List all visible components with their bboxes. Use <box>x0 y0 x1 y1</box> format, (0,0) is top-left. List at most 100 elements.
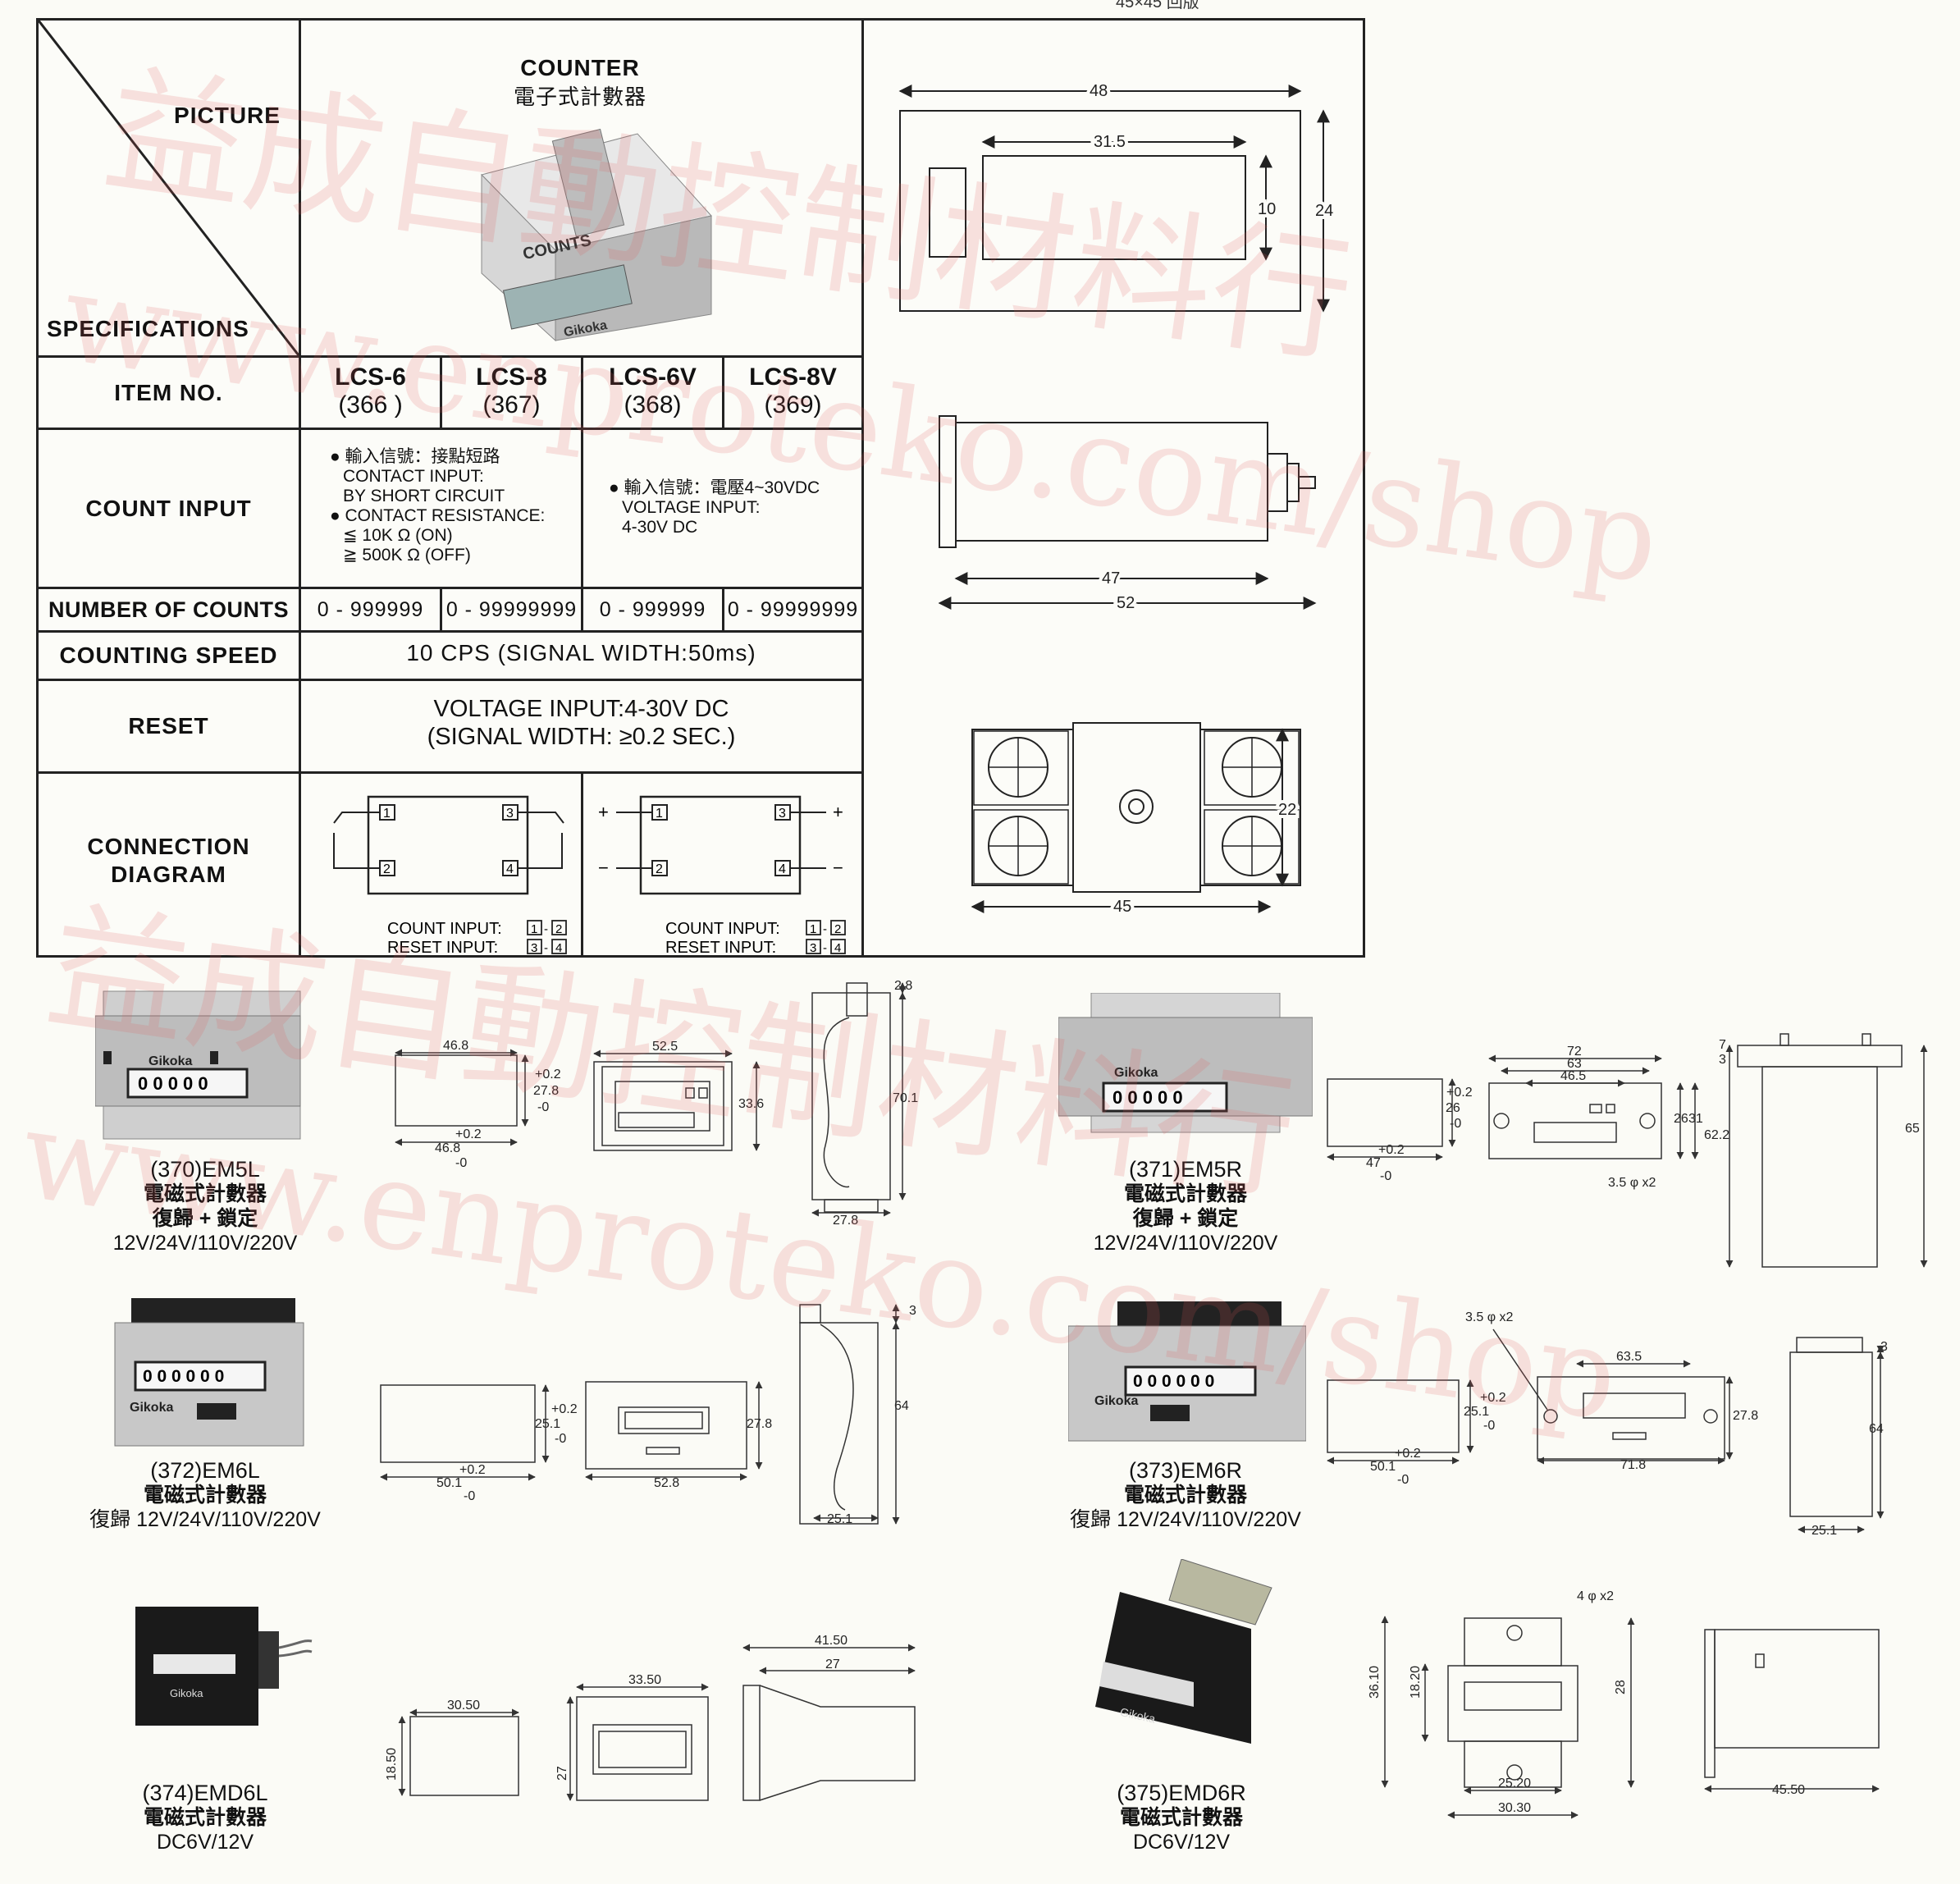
term-label: 3 <box>531 941 537 955</box>
em5r-dim: 47 <box>1366 1156 1381 1170</box>
contact-input-line: ≧ 500K Ω (OFF) <box>343 546 471 565</box>
dim-48: 48 <box>1090 82 1108 100</box>
em6r-dim: -0 <box>1397 1473 1409 1487</box>
dim-52: 52 <box>1117 594 1135 612</box>
em5r-dim: 31 <box>1688 1112 1703 1126</box>
minus-sign: − <box>833 857 843 878</box>
terminal-1: 1 <box>656 807 663 821</box>
em5l-dim: -0 <box>537 1100 549 1114</box>
product-title-cn: 電子式計數器 <box>513 84 646 109</box>
voltage-input-text: ● 輸入信號：電壓4~30VDC VOLTAGE INPUT: 4-30V DC <box>609 478 820 537</box>
em5r-brand: Gikoka <box>1114 1066 1158 1080</box>
em6r-digits: 0 0 0 0 0 0 <box>1133 1372 1214 1391</box>
product-cn: 電磁式計數器 <box>1123 1182 1247 1205</box>
top-fragment: 45×45 回版 <box>1116 0 1199 11</box>
emd6l-brand: Gikoka <box>170 1687 203 1699</box>
dim-10: 10 <box>1258 200 1276 218</box>
term-label: 4 <box>834 941 841 955</box>
emd6r-photo: Gikoka <box>1095 1559 1272 1744</box>
em5l-digits: 0 0 0 0 0 <box>138 1073 208 1094</box>
emd6l-dim: 18.50 <box>385 1748 399 1781</box>
term-label: 3 <box>810 941 816 955</box>
emd6r-dim: 25.20 <box>1498 1777 1531 1790</box>
item-lcs-8: LCS-8 (367) <box>442 364 581 419</box>
terminal-3: 3 <box>506 807 514 821</box>
dim-45: 45 <box>1113 898 1131 916</box>
caption-370: (370)EM5L 電磁式計數器 復歸 + 鎖定 12V/24V/110V/22… <box>82 1157 328 1255</box>
product-label: (371)EM5R <box>1128 1157 1243 1182</box>
emd6r-dim: 28 <box>1614 1680 1628 1694</box>
row-label-item-no: ITEM NO. <box>114 379 223 405</box>
em5l-photo: 0 0 0 0 0 Gikoka <box>95 990 301 1140</box>
em5r-dim: 65 <box>1905 1122 1920 1136</box>
reset-input-label: RESET INPUT: <box>665 939 776 956</box>
specifications-label: SPECIFICATIONS <box>47 316 249 341</box>
product-voltage: 12V/24V/110V/220V <box>1093 1232 1278 1255</box>
em6r-photo: 0 0 0 0 0 0 Gikoka <box>1068 1301 1306 1442</box>
picture-label: PICTURE <box>174 103 281 128</box>
em6l-dim: -0 <box>555 1432 566 1446</box>
reset-value: VOLTAGE INPUT:4-30V DC (SIGNAL WIDTH: ≥0… <box>301 695 861 751</box>
voltage-input-line: VOLTAGE INPUT: <box>622 498 761 517</box>
contact-input-line: ≦ 10K Ω (ON) <box>343 526 453 545</box>
dash: - <box>823 922 827 936</box>
product-label: (374)EMD6L <box>142 1781 268 1805</box>
em5l-dim: 46.8 <box>443 1039 468 1053</box>
em5r-dim: 3.5 φ x2 <box>1608 1176 1656 1190</box>
dim-31-5: 31.5 <box>1094 133 1126 151</box>
product-cn: 電磁式計數器 <box>1123 1484 1247 1507</box>
em5r-dim: 7 <box>1719 1038 1726 1052</box>
contact-input-line: CONTACT INPUT: <box>343 467 484 486</box>
em6l-brand: Gikoka <box>130 1401 173 1415</box>
dash: - <box>823 941 827 955</box>
em5r-dim: -0 <box>1380 1169 1391 1183</box>
dim-22: 22 <box>1278 801 1296 819</box>
em6r-dim: +0.2 <box>1395 1447 1421 1461</box>
term-label: 1 <box>810 922 816 936</box>
term-label: 2 <box>834 922 841 936</box>
voltage-input-line: ● 輸入信號：電壓4~30VDC <box>609 478 820 497</box>
em6l-dim: 3 <box>909 1304 916 1318</box>
em5l-dim: 2.8 <box>894 979 912 993</box>
em5l-brand: Gikoka <box>148 1054 192 1068</box>
emd6l-dim: 30.50 <box>447 1699 480 1713</box>
product-sub: 復歸 + 鎖定 <box>152 1207 258 1230</box>
emd6r-dim: 45.50 <box>1772 1783 1805 1797</box>
reset-line-1: VOLTAGE INPUT:4-30V DC <box>433 696 729 722</box>
product-cn: 電磁式計數器 <box>143 1182 267 1205</box>
emd6r-dim: 30.30 <box>1498 1801 1531 1815</box>
em5r-dim: 26 <box>1674 1112 1688 1126</box>
em5r-dim: 3 <box>1719 1053 1726 1067</box>
product-label: (373)EM6R <box>1128 1458 1243 1483</box>
product-voltage: DC6V/12V <box>156 1831 254 1854</box>
counting-speed-value: 10 CPS (SIGNAL WIDTH:50ms) <box>406 640 756 665</box>
em6r-dim: 3 <box>1880 1340 1888 1354</box>
product-sub: 復歸 12V/24V/110V/220V <box>89 1508 321 1531</box>
item-lcs-6: LCS-6 (366 ) <box>301 364 440 419</box>
emd6l-dim: 33.50 <box>628 1673 661 1687</box>
em5l-dim: 27.8 <box>533 1084 559 1098</box>
counts-lcs-8v: 0 - 99999999 <box>727 597 859 621</box>
row-label-number-of-counts: NUMBER OF COUNTS <box>48 597 289 622</box>
item-lcs-8v: LCS-8V (369) <box>724 364 861 419</box>
minus-sign: − <box>598 857 609 878</box>
em6r-dim: 63.5 <box>1616 1350 1642 1364</box>
terminal-3: 3 <box>779 807 786 821</box>
plus-sign: + <box>598 802 609 822</box>
count-input-label: COUNT INPUT: <box>665 920 780 938</box>
lcs-counter-photo: COUNTS Gikoka <box>481 128 712 342</box>
row-label-counting-speed: COUNTING SPEED <box>59 642 278 668</box>
plus-sign: + <box>833 802 843 822</box>
em6r-dim: 25.1 <box>1464 1405 1489 1419</box>
em5r-digits: 0 0 0 0 0 <box>1112 1087 1183 1108</box>
product-title: COUNTER <box>520 55 640 80</box>
em5r-dim: 62.2 <box>1704 1128 1729 1142</box>
em6l-dim: 52.8 <box>654 1476 679 1490</box>
counts-lcs-6: 0 - 999999 <box>317 597 424 621</box>
em6l-dim: 50.1 <box>436 1476 462 1490</box>
caption-375: (375)EMD6R 電磁式計數器 DC6V/12V <box>1083 1781 1280 1854</box>
product-sub: 復歸 + 鎖定 <box>1132 1207 1239 1230</box>
row-label-reset: RESET <box>128 713 209 739</box>
em5r-dim: 26 <box>1446 1101 1460 1115</box>
product-label: (370)EM5L <box>150 1157 260 1182</box>
